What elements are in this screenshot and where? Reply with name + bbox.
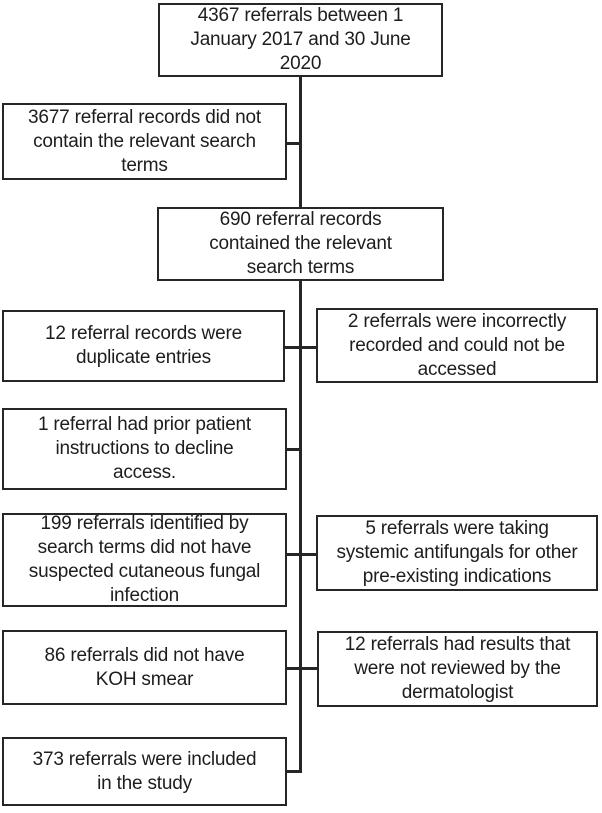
flow-box-duplicate-entries: 12 referral records were duplicate entri… xyxy=(2,310,285,382)
connector-duplicates-row xyxy=(284,346,318,349)
flow-box-incorrectly-recorded: 2 referrals were incorrectly recorded an… xyxy=(316,308,598,383)
connector-koh-row xyxy=(286,667,319,670)
connector-fungal-row xyxy=(286,553,318,556)
connector-main-vertical xyxy=(299,77,302,773)
connector-declined-access xyxy=(286,448,302,451)
flow-box-records-without-search-terms: 3677 referral records did not contain th… xyxy=(2,103,287,180)
connector-included-elbow xyxy=(286,770,302,773)
flow-box-no-koh-smear: 86 referrals did not have KOH smear xyxy=(2,630,287,705)
flow-box-no-suspected-fungal-infection: 199 referrals identified by search terms… xyxy=(2,513,287,607)
flow-box-total-referrals: 4367 referrals between 1 January 2017 an… xyxy=(158,3,443,77)
flow-box-records-with-search-terms: 690 referral records contained the relev… xyxy=(157,207,444,281)
connector-no-search-terms xyxy=(286,142,302,145)
flow-box-systemic-antifungals: 5 referrals were taking systemic antifun… xyxy=(316,515,598,591)
flow-box-included-in-study: 373 referrals were included in the study xyxy=(2,737,287,806)
flow-box-not-reviewed-by-dermatologist: 12 referrals had results that were not r… xyxy=(317,631,598,707)
flow-box-declined-access: 1 referral had prior patient instruction… xyxy=(2,408,287,490)
